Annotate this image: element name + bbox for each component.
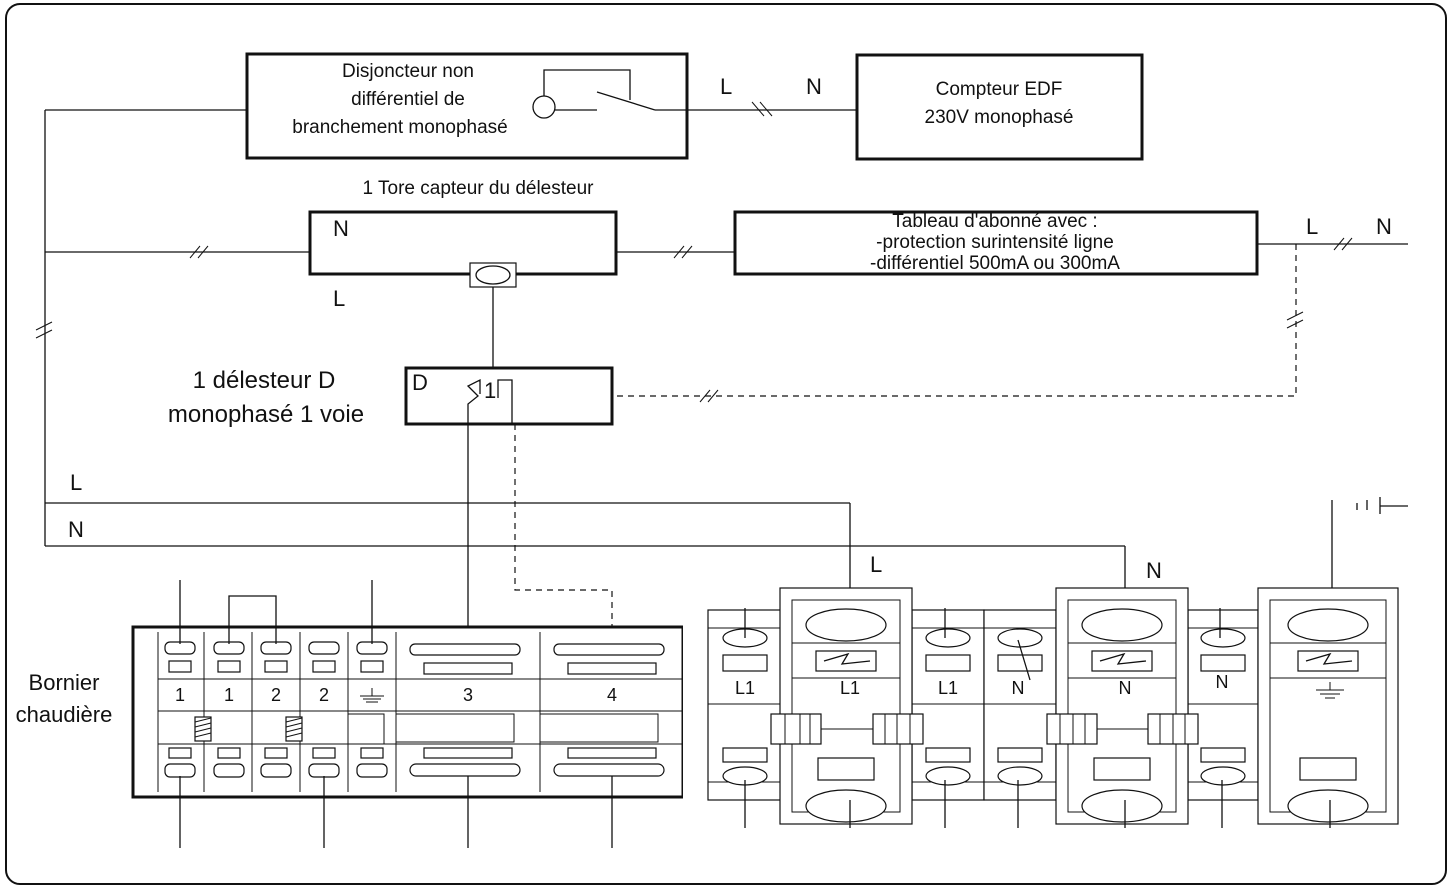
terminal-5-window bbox=[347, 713, 385, 745]
bornier-small-terminal bbox=[260, 641, 292, 778]
din-wide-terminal bbox=[1257, 587, 1399, 825]
meter-link-n-label: N bbox=[806, 74, 822, 99]
bornier-small-terminal bbox=[213, 641, 245, 778]
fuse-icon bbox=[285, 716, 303, 742]
rail-n-label: N bbox=[1146, 558, 1162, 583]
delesteur-d-label: D bbox=[412, 370, 428, 395]
bornier-small-terminal bbox=[308, 641, 340, 778]
feeder-ticks bbox=[35, 321, 53, 339]
panel-line3: -différentiel 500mA ou 300mA bbox=[870, 253, 1120, 274]
din-terminal-label: L1 bbox=[938, 678, 958, 698]
tore-caption: 1 Tore capteur du délesteur bbox=[363, 178, 595, 199]
bornier-terminal-4 bbox=[553, 643, 665, 777]
bornier-wires bbox=[179, 580, 613, 848]
din-indicator-icon bbox=[1297, 650, 1359, 672]
relay-control-dashed bbox=[514, 424, 613, 640]
bornier-small-terminal bbox=[164, 641, 196, 778]
bornier-label-line1: Bornier bbox=[29, 670, 100, 695]
breaker-line1: Disjoncteur non bbox=[342, 61, 474, 82]
terminal-3-window bbox=[395, 713, 515, 743]
delesteur-label-line1: 1 délesteur D bbox=[193, 367, 336, 394]
breaker-switch-icon bbox=[532, 69, 687, 119]
din-indicator-icon bbox=[815, 650, 877, 672]
supply-n-label: N bbox=[1376, 214, 1392, 239]
dashed-ticks bbox=[699, 311, 1304, 403]
delesteur-box: D 1 bbox=[404, 366, 614, 426]
panel-line1: Tableau d'abonné avec : bbox=[892, 211, 1097, 232]
din-rail-terminals bbox=[707, 587, 1399, 825]
din-wires bbox=[744, 608, 1331, 828]
din-narrow-terminal bbox=[707, 609, 783, 801]
breaker-box: Disjoncteur non différentiel de branchem… bbox=[245, 52, 689, 160]
terminal-4-window bbox=[539, 713, 659, 743]
bornier-terminal-label: 1 bbox=[175, 685, 185, 705]
diagram-frame bbox=[5, 3, 1447, 885]
tore-l-label: L bbox=[333, 286, 345, 311]
din-narrow-terminal bbox=[983, 609, 1057, 801]
jumper-bar-icon bbox=[770, 713, 1199, 745]
supply-l-label: L bbox=[1306, 214, 1318, 239]
meter-box: Compteur EDF 230V monophasé bbox=[855, 53, 1144, 161]
meter-line2: 230V monophasé bbox=[925, 107, 1074, 128]
tore-feed-ticks bbox=[189, 245, 209, 259]
tore-n-label: N bbox=[333, 216, 349, 241]
ground-link-icon bbox=[1356, 497, 1408, 514]
din-terminal-label: L1 bbox=[735, 678, 755, 698]
tore-box: N L bbox=[308, 210, 618, 311]
din-terminal-label: N bbox=[1012, 678, 1025, 698]
din-wide-terminal bbox=[779, 587, 913, 825]
bus-l-label: L bbox=[70, 470, 82, 495]
panel-feed-ticks bbox=[673, 245, 693, 259]
bornier-terminal-label: 4 bbox=[607, 685, 617, 705]
fuse-icon bbox=[194, 716, 212, 742]
breaker-line2: différentiel de bbox=[351, 89, 465, 110]
bornier-terminal-3 bbox=[409, 643, 521, 777]
bus-n-label: N bbox=[68, 517, 84, 542]
delesteur-supply-dashed bbox=[612, 244, 1297, 397]
bornier-label-line2: chaudière bbox=[16, 702, 113, 727]
panel-line2: -protection surintensité ligne bbox=[876, 232, 1114, 253]
panel-box: Tableau d'abonné avec : -protection suri… bbox=[733, 210, 1259, 276]
ground-icon bbox=[1316, 682, 1344, 699]
rail-l-label: L bbox=[870, 552, 882, 577]
bornier-terminal-label: 3 bbox=[463, 685, 473, 705]
ground-icon bbox=[360, 688, 384, 703]
din-narrow-terminal bbox=[911, 609, 985, 801]
bornier-terminal-label: 1 bbox=[224, 685, 234, 705]
delesteur-label-line2: monophasé 1 voie bbox=[168, 401, 364, 428]
bornier-terminal-label: 2 bbox=[319, 685, 329, 705]
meter-link-ticks bbox=[751, 101, 773, 117]
meter-link-l-label: L bbox=[720, 74, 732, 99]
delesteur-channel-label: 1 bbox=[484, 378, 496, 403]
din-terminal-label: N bbox=[1216, 672, 1229, 692]
meter-line1: Compteur EDF bbox=[936, 79, 1063, 100]
bornier-terminal-label: 2 bbox=[271, 685, 281, 705]
din-wide-terminal bbox=[1055, 587, 1189, 825]
bornier-small-terminals bbox=[164, 641, 388, 778]
din-indicator-icon bbox=[1091, 650, 1153, 672]
breaker-line3: branchement monophasé bbox=[292, 117, 507, 138]
tore-sensor-icon bbox=[469, 262, 517, 288]
din-narrow-terminal bbox=[1187, 609, 1259, 801]
relay-contact-icon bbox=[466, 378, 513, 424]
din-terminal-label: N bbox=[1119, 678, 1132, 698]
supply-ticks bbox=[1333, 237, 1353, 251]
din-terminal-label: L1 bbox=[840, 678, 860, 698]
